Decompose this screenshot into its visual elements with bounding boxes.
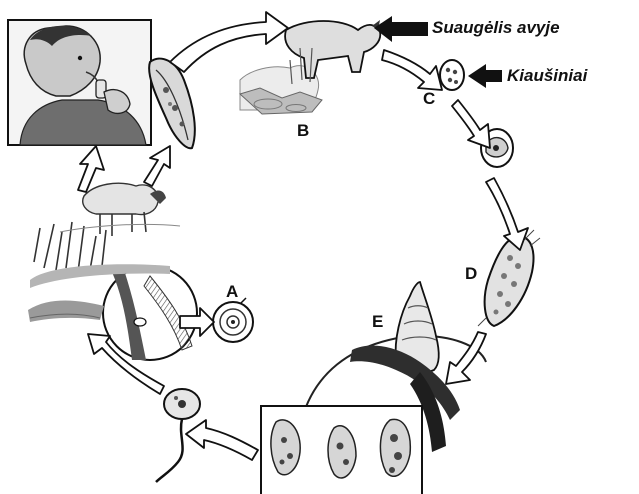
eggs-callout-arrow: [468, 64, 502, 88]
arrow-grass-to-person: [78, 146, 104, 192]
grass-magnifier-icon: [103, 266, 197, 360]
eggs-label: Kiaušiniai: [507, 66, 587, 86]
stage-label-e: E: [372, 312, 383, 332]
sporocyst-icon: [478, 230, 540, 326]
metacercaria-icon: [213, 298, 253, 342]
stage-label-a: A: [226, 282, 238, 302]
stage-label-d: D: [465, 264, 477, 284]
arrow-to-sporocyst: [486, 178, 528, 250]
person-drinking-icon: [8, 20, 151, 145]
arrow-to-sheep: [170, 12, 288, 72]
arrow-eggs-down: [452, 100, 490, 148]
egg-icon: [440, 60, 464, 90]
stage-label-c: C: [423, 89, 435, 109]
arrow-sheep-to-eggs: [382, 50, 442, 90]
stage-label-b: B: [297, 121, 309, 141]
liver-fluke-icon: [149, 59, 195, 149]
arrow-sheep-to-fluke: [144, 146, 170, 186]
arrow-to-cercaria: [186, 420, 258, 460]
adult-callout-arrow: [374, 16, 428, 42]
adult-in-sheep-label: Suaugėlis avyje: [432, 18, 560, 38]
rediae-box: [261, 406, 422, 494]
